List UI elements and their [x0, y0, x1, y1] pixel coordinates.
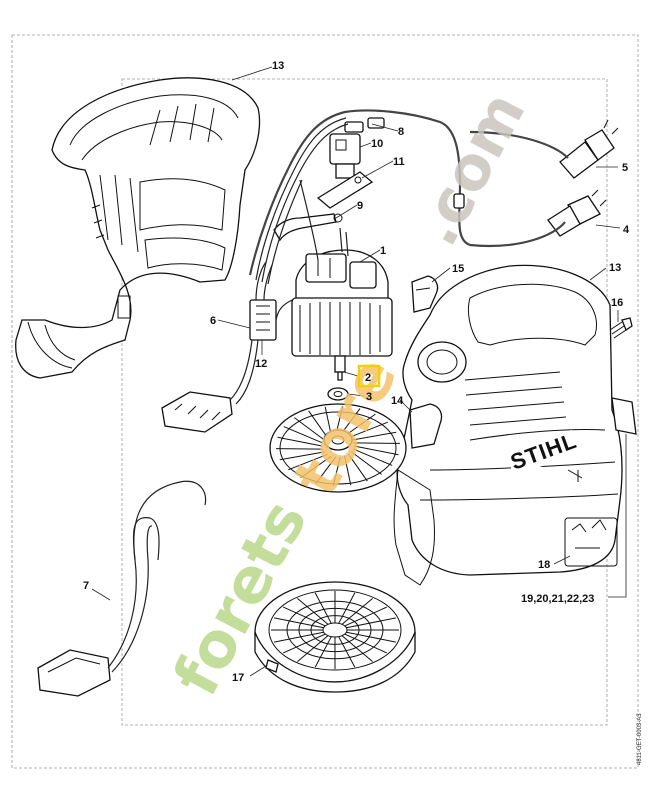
washer: [327, 387, 349, 401]
switch-part: [329, 133, 361, 179]
label-11[interactable]: 11: [393, 156, 405, 168]
fan-blade: [351, 431, 397, 441]
fan-blade: [348, 454, 368, 482]
fan-cover: [254, 581, 416, 693]
label-2[interactable]: 2: [365, 372, 371, 384]
outer-border: [11, 34, 639, 769]
label-14[interactable]: 14: [391, 395, 404, 407]
fan-blade: [348, 421, 388, 439]
cover-rib: [314, 636, 332, 668]
connector-block: [161, 391, 233, 433]
label-12[interactable]: 12: [255, 358, 267, 370]
fan-blade: [294, 417, 325, 441]
cover-rib: [341, 598, 373, 625]
fan-blade: [315, 456, 337, 484]
cover-rib: [338, 636, 356, 668]
label-19-23[interactable]: 19,20,21,22,23: [521, 593, 594, 605]
cover-rib: [344, 633, 388, 654]
fan-blade: [351, 451, 382, 475]
cover-rib: [346, 617, 396, 629]
drawing-code: 4811-GET-0003-A3: [637, 713, 643, 765]
label-10[interactable]: 10: [371, 138, 383, 150]
part-15: [411, 275, 439, 313]
watermark-gray-text: .com: [401, 81, 539, 257]
fan-blade: [300, 455, 332, 479]
screw-16: [609, 317, 633, 339]
cover-ring: [286, 600, 384, 660]
highlight-box-part-2[interactable]: [357, 364, 381, 388]
part-14: [409, 403, 443, 449]
strain-relief-part: [273, 213, 343, 242]
cover-rib: [344, 606, 388, 627]
fan-blade: [308, 410, 328, 438]
plug-socket-7: [37, 649, 111, 697]
label-18[interactable]: 18: [538, 559, 550, 571]
part-labels: 13 8 10 11 9 1 5 4 15 13 16 6 12 2 3 14 …: [83, 60, 630, 684]
fan-blade: [344, 413, 376, 437]
label-7[interactable]: 7: [83, 580, 89, 592]
label-1[interactable]: 1: [380, 245, 386, 257]
fan-blade: [276, 448, 323, 450]
cover-rib: [346, 631, 396, 643]
fan-blade: [283, 426, 323, 444]
fan-blade: [353, 445, 399, 456]
cover-rib: [282, 606, 326, 627]
fan-blade: [279, 451, 325, 461]
plug-4: [547, 189, 607, 237]
cover-rib: [297, 598, 329, 625]
cover-ring: [310, 615, 360, 645]
fan-blade: [353, 442, 400, 444]
left-housing-half: [15, 77, 261, 379]
cover-rib: [314, 592, 332, 624]
cover-rib: [282, 633, 326, 654]
label-6[interactable]: 6: [210, 315, 216, 327]
plug-5: [559, 119, 619, 179]
right-housing-half: STIHL: [393, 264, 623, 586]
cover-rib: [297, 635, 329, 662]
leader-lines: [91, 66, 627, 677]
fan-blade: [353, 448, 393, 466]
fan-blade: [277, 436, 323, 447]
wiring: [107, 109, 569, 673]
fan-blade: [332, 456, 341, 487]
label-16[interactable]: 16: [611, 297, 623, 309]
label-plate: [611, 397, 637, 435]
connector-part: [344, 117, 385, 133]
label-15[interactable]: 15: [452, 263, 464, 275]
label-13-top[interactable]: 13: [272, 60, 284, 72]
cover-ring: [298, 607, 372, 653]
fan-blade: [288, 453, 328, 471]
clip-part: [316, 171, 374, 209]
cover-rib: [341, 635, 373, 662]
label-17[interactable]: 17: [232, 672, 244, 684]
label-13-right[interactable]: 13: [609, 262, 621, 274]
label-4[interactable]: 4: [623, 224, 630, 236]
label-5[interactable]: 5: [622, 162, 628, 174]
label-3[interactable]: 3: [366, 391, 372, 403]
terminal-block: [249, 299, 277, 341]
cover-rib: [274, 631, 324, 643]
cover-rib: [338, 592, 356, 624]
motor: [291, 249, 393, 381]
cover-rib: [274, 617, 324, 629]
label-9[interactable]: 9: [357, 200, 363, 212]
label-8[interactable]: 8: [398, 126, 404, 138]
fan-impeller: [269, 403, 407, 493]
fan-blade: [344, 455, 352, 486]
